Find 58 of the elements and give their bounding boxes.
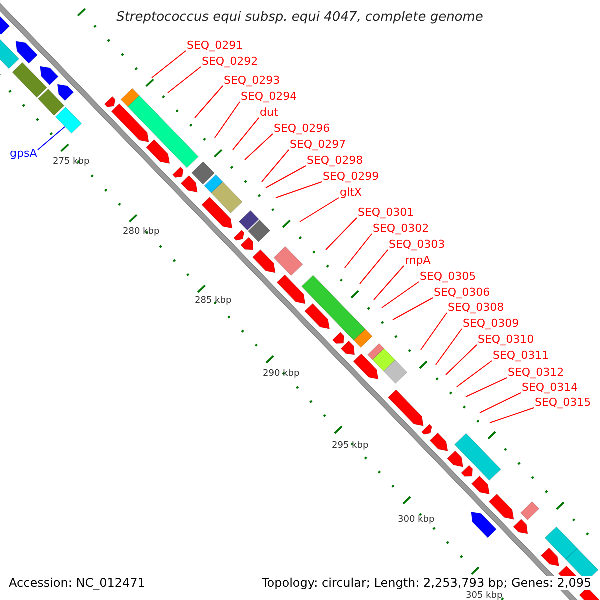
leader-line (168, 66, 202, 94)
gene-label: SEQ_0308 (448, 302, 504, 314)
scale-label: 280 kbp (123, 227, 160, 237)
gene-label: gltX (340, 187, 362, 199)
leader-line (480, 392, 522, 414)
leader-line (344, 234, 372, 268)
genome-info-text: Topology: circular; Length: 2,253,793 bp; Genes: 2,095 (262, 576, 592, 590)
gene-label: SEQ_0297 (290, 139, 346, 151)
leader-line (456, 360, 492, 388)
leader-line (490, 408, 534, 424)
gene-label: SEQ_0303 (389, 239, 446, 251)
gene-label: SEQ_0299 (323, 171, 380, 183)
leader-line (382, 282, 420, 308)
gene-label: SEQ_0294 (241, 91, 298, 103)
diagram-title: Streptococcus equi subsp. equi 4047, complete genome (116, 10, 484, 26)
leader-line (152, 50, 186, 78)
gene-label: SEQ_0305 (420, 271, 476, 283)
leader-line (392, 298, 434, 320)
leader-line (194, 86, 224, 118)
scale-label: 275 kbp (53, 157, 90, 167)
gene-label: SEQ_0301 (358, 207, 414, 219)
leader-line (420, 312, 448, 350)
scale-label: 300 kbp (398, 515, 435, 525)
gene-label: SEQ_0312 (508, 367, 564, 379)
leader-line (266, 166, 306, 188)
genome-info-text: Accession: NC_012471 (9, 576, 146, 590)
leader-line (214, 102, 240, 138)
gene-label: SEQ_0302 (373, 223, 430, 235)
gene-label: SEQ_0315 (535, 397, 592, 409)
leader-line (276, 182, 322, 198)
gene-label: SEQ_0310 (478, 334, 534, 346)
scale-label: 285 kbp (195, 296, 232, 306)
gene-label: SEQ_0306 (434, 287, 490, 299)
leader-line (374, 266, 404, 300)
leader-line (466, 378, 508, 398)
gene-label: SEQ_0291 (187, 40, 244, 52)
leader-line (446, 344, 478, 376)
scale-label: 295 kbp (332, 441, 369, 451)
gene-label: SEQ_0314 (522, 382, 578, 394)
gene-label: gpsA (10, 148, 38, 160)
gene-label: SEQ_0296 (274, 123, 330, 135)
gene-label: rnpA (405, 255, 431, 267)
gene-label: SEQ_0298 (307, 155, 364, 167)
leader-line (232, 118, 260, 150)
scale-label: 305 kbp (466, 591, 503, 600)
leader-line (436, 328, 462, 366)
gene-label: SEQ_0309 (463, 318, 520, 330)
scale-label: 290 kbp (263, 369, 300, 379)
leader-line (360, 250, 388, 284)
leader-line (38, 126, 66, 150)
gene-label: SEQ_0311 (493, 350, 550, 362)
leader-line (326, 218, 358, 250)
leader-line (262, 150, 290, 182)
gene-label: SEQ_0292 (202, 56, 258, 68)
gene-label: SEQ_0293 (224, 75, 280, 87)
leader-line (244, 134, 274, 160)
leader-line (300, 198, 340, 222)
gene-label: dut (260, 107, 278, 119)
